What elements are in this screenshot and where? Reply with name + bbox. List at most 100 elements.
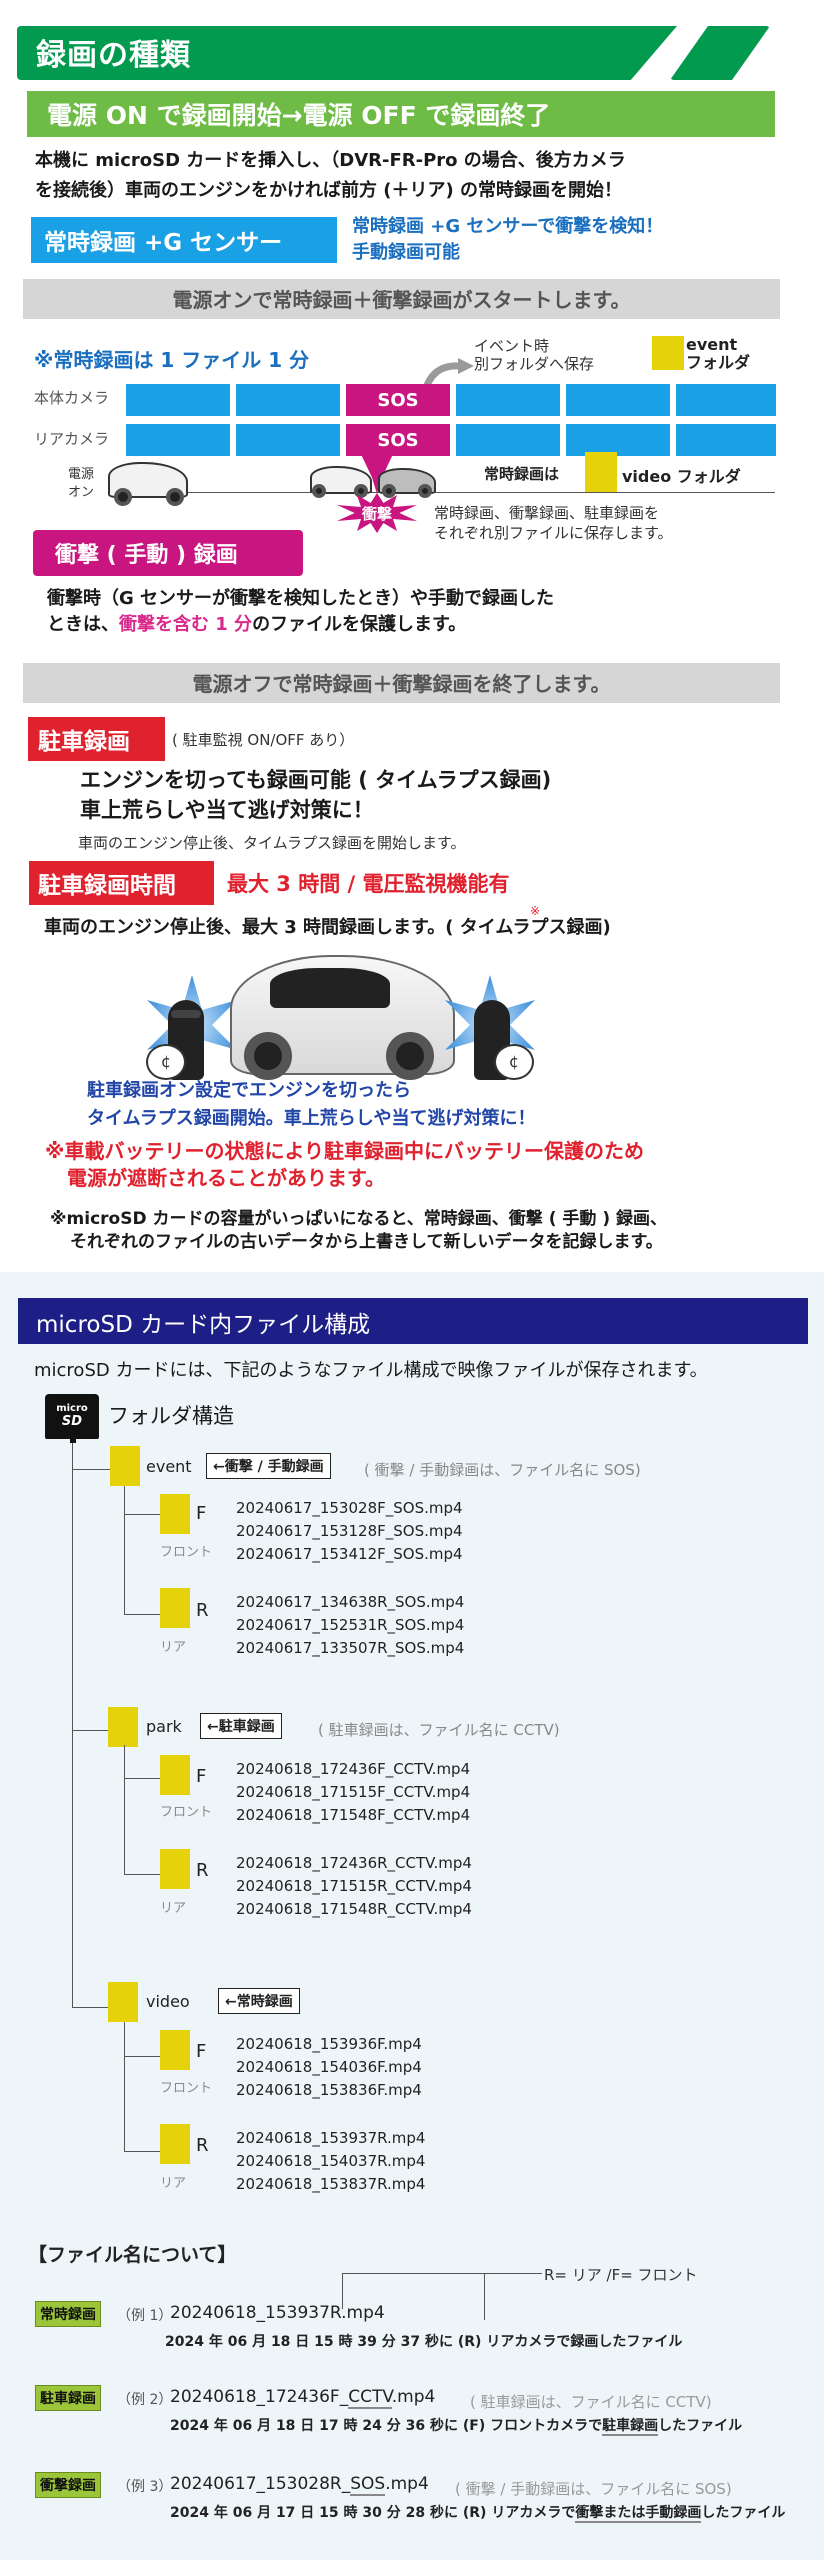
section-title: microSD カード内ファイル構成	[36, 1312, 371, 1338]
file-item: 20240617_133507R_SOS.mp4	[236, 1639, 465, 1657]
continuous-desc-line-1: 常時録画 +G センサーで衝撃を検知！	[352, 216, 664, 237]
file-list: 20240617_134638R_SOS.mp4 20240617_152531…	[236, 1591, 464, 1660]
tree-branch	[124, 1514, 160, 1515]
continuous-desc: 常時録画 +G センサーで衝撃を検知！ 手動録画可能	[352, 214, 663, 266]
title-bar	[17, 26, 677, 80]
subfolder-caption: フロント	[160, 2081, 213, 2096]
folder-icon	[160, 1494, 190, 1534]
file-item: 20240618_154036F.mp4	[236, 2058, 422, 2076]
wheel-icon	[312, 484, 326, 498]
tree-branch	[124, 2151, 160, 2152]
desc-part: 2024 年 06 月 17 日 15 時 30 分 28 秒に (R) リアカ…	[170, 2505, 576, 2521]
page-title: 録画の種類	[36, 38, 191, 73]
start-bar-text: 電源オンで常時録画＋衝撃録画がスタートします。	[172, 288, 631, 312]
tree-branch	[124, 2056, 160, 2057]
folder-icon	[160, 2030, 190, 2070]
desc-suffix: したファイル	[701, 2505, 786, 2521]
warning-line-1: ※車載バッテリーの状態により駐車録画中にバッテリー保護のため	[45, 1139, 645, 1163]
impact-label: 衝撃	[361, 505, 392, 523]
wheel-icon	[244, 1032, 292, 1080]
event-save-note: イベント時 別フォルダへ保存	[474, 337, 594, 373]
subfolder-caption: フロント	[160, 1545, 213, 1560]
file-item: 20240617_153128F_SOS.mp4	[236, 1522, 463, 1540]
subtitle: 電源 ON で録画開始→電源 OFF で録画終了	[47, 101, 551, 130]
file-item: 20240618_154037R.mp4	[236, 2152, 426, 2170]
event-folder-line-1: event	[686, 335, 738, 354]
file-item: 20240618_171548R_CCTV.mp4	[236, 1900, 472, 1918]
folder-icon	[585, 452, 617, 492]
row-label-rear: リアカメラ	[34, 430, 110, 448]
folder-note-event: ( 衝撃 / 手動録画は、ファイル名に SOS)	[364, 1461, 641, 1479]
desc-suffix: したファイル	[658, 2418, 743, 2434]
money-bag-icon: ¢	[494, 1044, 534, 1080]
parking-lead-line-2: 車上荒らしや当て逃げ対策に！	[80, 798, 374, 822]
impact-description: 衝撃時（G センサーが衝撃を検知したとき）や手動で録画した ときは、衝撃を含む …	[47, 586, 554, 638]
continuous-tag	[31, 217, 337, 263]
legend-line	[342, 2273, 343, 2309]
parking-tag	[28, 717, 165, 761]
power-on-line-1: 電源	[68, 467, 95, 482]
microsd-icon-text-2: SD	[61, 1414, 83, 1429]
file-item: 20240617_152531R_SOS.mp4	[236, 1616, 465, 1634]
subfolder-letter: R	[196, 1860, 209, 1881]
file-structure-section	[0, 1272, 824, 2560]
start-bar	[23, 279, 780, 319]
file-item: 20240617_134638R_SOS.mp4	[236, 1593, 465, 1611]
impact-desc-suffix: のファイルを保護します。	[252, 614, 467, 635]
subtitle-bar	[27, 91, 775, 137]
save-note-line-2: それぞれ別ファイルに保存します。	[434, 524, 673, 542]
example-filename: 20240618_153937R.mp4	[170, 2303, 385, 2323]
wheel-icon	[354, 484, 368, 498]
power-on-line-2: オン	[68, 485, 95, 500]
asterisk-mark: ※	[530, 904, 541, 918]
legend-line	[484, 2273, 485, 2320]
thief-mask	[171, 1010, 201, 1018]
tree-subtrunk	[124, 1486, 125, 1615]
event-folder-line-2: フォルダ	[686, 353, 751, 372]
file-item: 20240618_153836F.mp4	[236, 2081, 422, 2099]
impact-tag-label: 衝撃 ( 手動 ) 録画	[55, 543, 238, 568]
file-list: 20240618_153937R.mp4 20240618_154037R.mp…	[236, 2127, 425, 2196]
file-item: 20240618_153937R.mp4	[236, 2129, 426, 2147]
file-item: 20240618_171515R_CCTV.mp4	[236, 1877, 472, 1895]
example-label: （例 1）	[117, 2308, 173, 2324]
impact-tag	[33, 530, 303, 576]
timeline-segment	[236, 384, 340, 416]
folder-icon	[652, 336, 684, 370]
desc-part: 2024 年 06 月 18 日 17 時 24 分 36 秒に (F) フロン…	[170, 2418, 603, 2434]
timeline-segment	[676, 384, 776, 416]
tree-subtrunk	[124, 1745, 125, 1875]
filename-highlight: CCTV	[348, 2387, 392, 2409]
filename-info-title: 【ファイル名について】	[28, 2244, 237, 2266]
file-item: 20240618_171548F_CCTV.mp4	[236, 1806, 471, 1824]
parking-time-tag-label: 駐車録画時間	[38, 873, 176, 899]
impact-desc-line-2: ときは、衝撃を含む 1 分のファイルを保護します。	[47, 612, 554, 638]
folder-icon	[108, 1707, 138, 1747]
file-item: 20240617_153028F_SOS.mp4	[236, 1499, 463, 1517]
subfolder-letter: F	[196, 2041, 207, 2062]
microsd-icon-text-1: micro	[56, 1403, 88, 1414]
sos-segment: SOS	[346, 424, 450, 456]
event-folder-label: event フォルダ	[686, 336, 750, 372]
parking-tag-label: 駐車録画	[38, 729, 130, 755]
continuous-tag-label: 常時録画 +G センサー	[44, 230, 283, 256]
timeline-segment	[126, 384, 230, 416]
filename-highlight: SOS	[350, 2474, 386, 2496]
event-note-line-1: イベント時	[474, 337, 550, 355]
money-bag-icon: ¢	[146, 1044, 186, 1080]
sd-note-line-2: それぞれのファイルの古いデータから上書きして新しいデータを記録します。	[70, 1232, 663, 1252]
microsd-icon-tab	[70, 1437, 76, 1443]
power-on-label: 電源 オン	[68, 466, 94, 502]
file-item: 20240617_153412F_SOS.mp4	[236, 1545, 463, 1563]
tree-trunk	[72, 1443, 73, 2008]
file-item: 20240618_172436F_CCTV.mp4	[236, 1760, 471, 1778]
file-item: 20240618_153837R.mp4	[236, 2175, 426, 2193]
timeline-segment	[236, 424, 340, 456]
section-header-bar	[18, 1298, 808, 1344]
desc-highlight: 衝撃または手動録画	[575, 2505, 702, 2523]
tree-branch	[124, 1614, 160, 1615]
example-desc: 2024 年 06 月 18 日 17 時 24 分 36 秒に (F) フロン…	[170, 2415, 743, 2436]
file-list: 20240618_153936F.mp4 20240618_154036F.mp…	[236, 2033, 422, 2102]
section-intro: microSD カードには、下記のようなファイル構成で映像ファイルが保存されます…	[34, 1360, 708, 1381]
tree-branch	[72, 2007, 108, 2008]
